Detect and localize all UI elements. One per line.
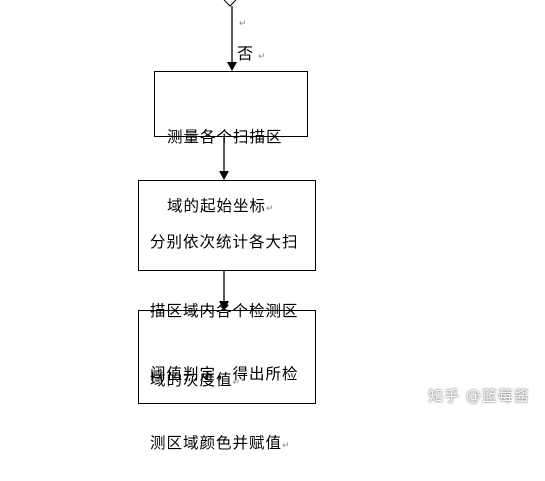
step-3-line-2: 测区域颜色并赋值↵ xyxy=(150,432,299,458)
step-1-line-1-text: 测量各个扫描区 xyxy=(167,128,283,146)
step-2-box xyxy=(138,180,316,271)
step-2-line-1: 分别依次统计各大扫 xyxy=(150,231,299,254)
step-3-line-1-text: 阈值判定，得出所检 xyxy=(150,365,299,383)
step-1-line-2-text: 域的起始坐标 xyxy=(167,197,267,215)
step-3-line-1: 阈值判定，得出所检 xyxy=(150,363,299,386)
step-1-text: 测量各个扫描区 域的起始坐标↵ xyxy=(167,80,283,244)
flowchart-canvas xyxy=(138,0,316,404)
branch-label-no: 否 ↵ xyxy=(237,44,266,67)
arrowhead-step3 xyxy=(219,301,229,310)
zhihu-watermark: 知乎 @蓝莓酱 xyxy=(428,387,530,405)
step-2-line-2: 描区域内各个检测区 xyxy=(150,300,299,323)
paragraph-mark-step1: ↵ xyxy=(266,204,274,214)
paragraph-mark-top: ↵ xyxy=(239,19,247,29)
step-3-box xyxy=(138,310,316,404)
step-3-line-2-text: 测区域颜色并赋值 xyxy=(150,434,283,452)
paragraph-mark-branch: ↵ xyxy=(258,52,266,62)
step-2-line-2-text: 描区域内各个检测区 xyxy=(150,302,299,320)
branch-label-text: 否 xyxy=(237,44,254,63)
paragraph-mark-step2: ↵ xyxy=(232,378,241,388)
step-1-box xyxy=(154,71,308,137)
step-2-text: 分别依次统计各大扫 描区域内各个检测区 域的灰度值↵ xyxy=(150,185,299,418)
paragraph-mark-step3: ↵ xyxy=(282,441,290,451)
step-3-text: 阈值判定，得出所检 测区域颜色并赋值↵ xyxy=(150,317,299,481)
step-1-line-2: 域的起始坐标↵ xyxy=(167,195,283,221)
arrowhead-step2 xyxy=(219,171,229,180)
step-2-line-3: 域的灰度值↵ xyxy=(150,369,299,395)
step-2-line-3-text: 域的灰度值 xyxy=(150,371,233,389)
arrowhead-step1 xyxy=(227,62,237,71)
step-1-line-1: 测量各个扫描区 xyxy=(167,126,283,149)
decision-diamond-partial xyxy=(223,0,237,7)
step-2-line-1-text: 分别依次统计各大扫 xyxy=(150,233,299,251)
